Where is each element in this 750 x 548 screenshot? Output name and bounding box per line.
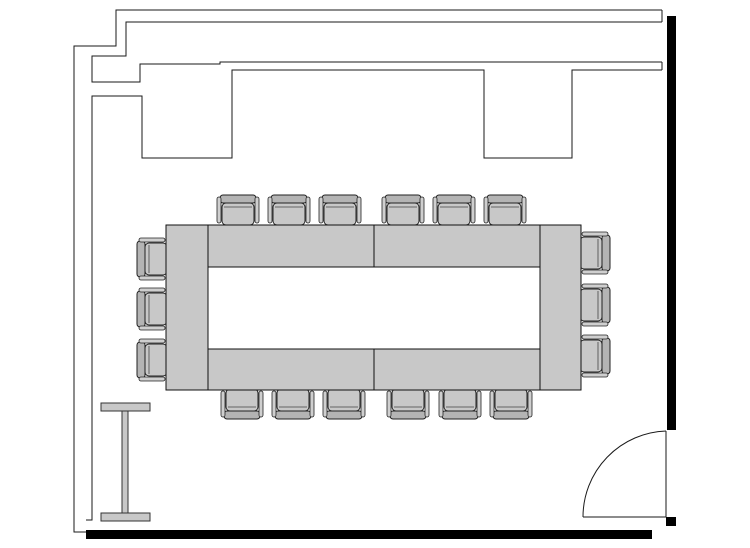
chairs	[136, 194, 611, 420]
chair-bottom	[386, 388, 430, 420]
chair-bottom	[438, 388, 482, 420]
chair-top	[318, 194, 362, 226]
chair-bottom	[271, 388, 315, 420]
table-top-segment	[373, 224, 541, 268]
chair-right	[579, 334, 611, 378]
chair-left	[136, 287, 168, 331]
table-right-end	[539, 224, 582, 391]
door-swing-arc	[582, 430, 667, 518]
table-center-opening	[207, 266, 541, 350]
table-bottom-segment	[207, 348, 375, 391]
chair-left	[136, 338, 168, 382]
chair-top	[267, 194, 311, 226]
chair-top	[216, 194, 260, 226]
table-left-end	[165, 224, 209, 391]
chair-left	[136, 237, 168, 281]
table-top-segment	[207, 224, 375, 268]
chair-top	[381, 194, 425, 226]
wall-outline	[73, 9, 663, 533]
chair-top	[432, 194, 476, 226]
chair-bottom	[322, 388, 366, 420]
chair-right	[579, 231, 611, 275]
conference-table	[165, 224, 582, 391]
door	[582, 430, 667, 518]
table-bottom-segment	[373, 348, 541, 391]
chair-top	[483, 194, 527, 226]
chair-right	[579, 283, 611, 327]
chair-bottom	[489, 388, 533, 420]
stand-fixture	[100, 402, 151, 522]
chair-bottom	[220, 388, 264, 420]
exterior-wall	[86, 16, 676, 539]
